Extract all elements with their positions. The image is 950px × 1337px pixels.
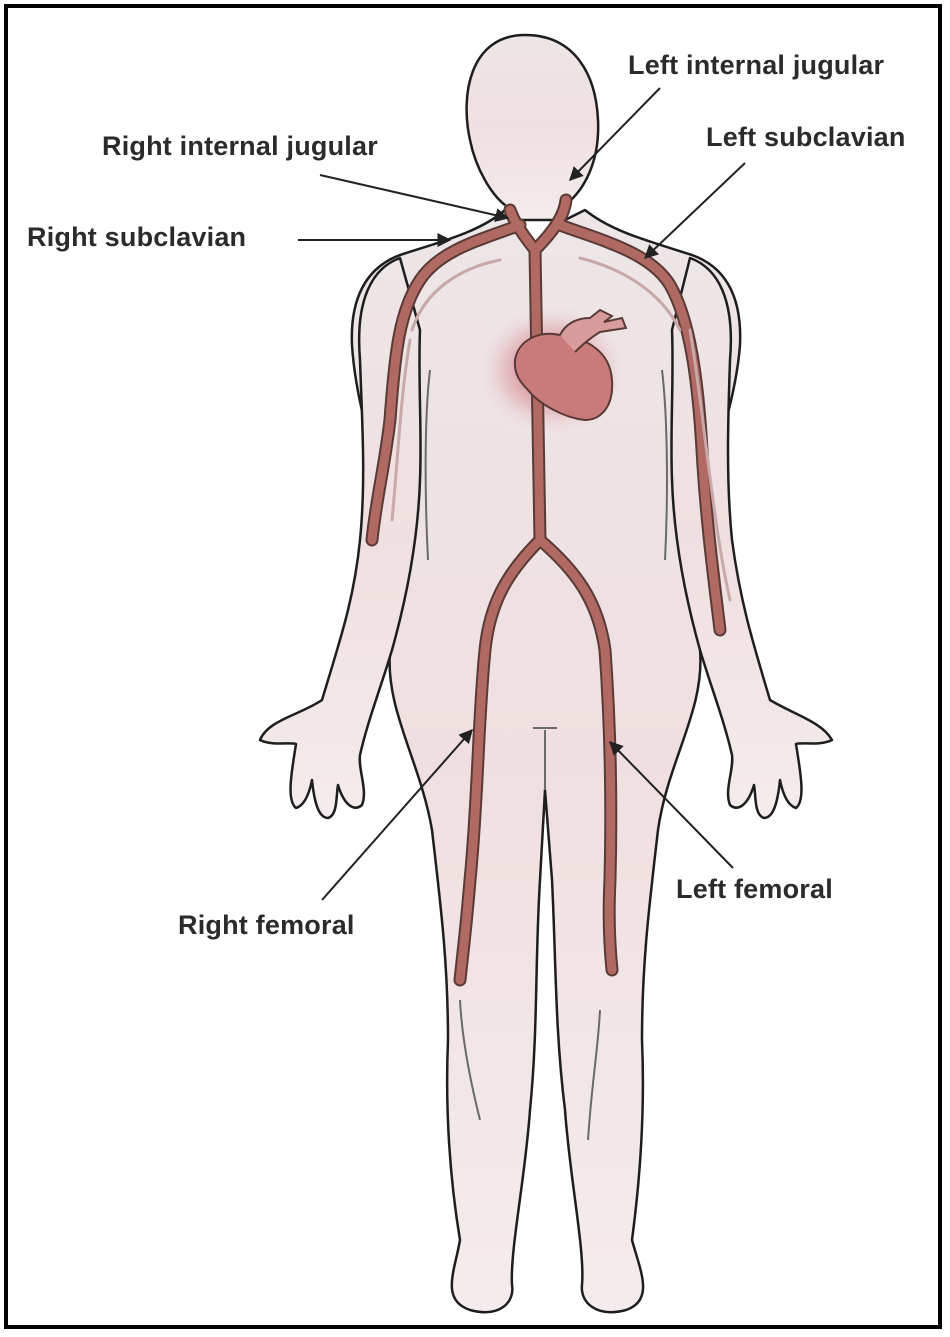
label-right-femoral: Right femoral (178, 910, 355, 941)
label-right-subclavian: Right subclavian (27, 222, 246, 253)
label-right-internal-jugular: Right internal jugular (102, 131, 378, 162)
body-silhouette (260, 35, 832, 1312)
label-left-internal-jugular: Left internal jugular (628, 50, 884, 81)
head (467, 35, 599, 220)
label-left-subclavian: Left subclavian (706, 122, 906, 153)
label-left-femoral: Left femoral (676, 874, 833, 905)
